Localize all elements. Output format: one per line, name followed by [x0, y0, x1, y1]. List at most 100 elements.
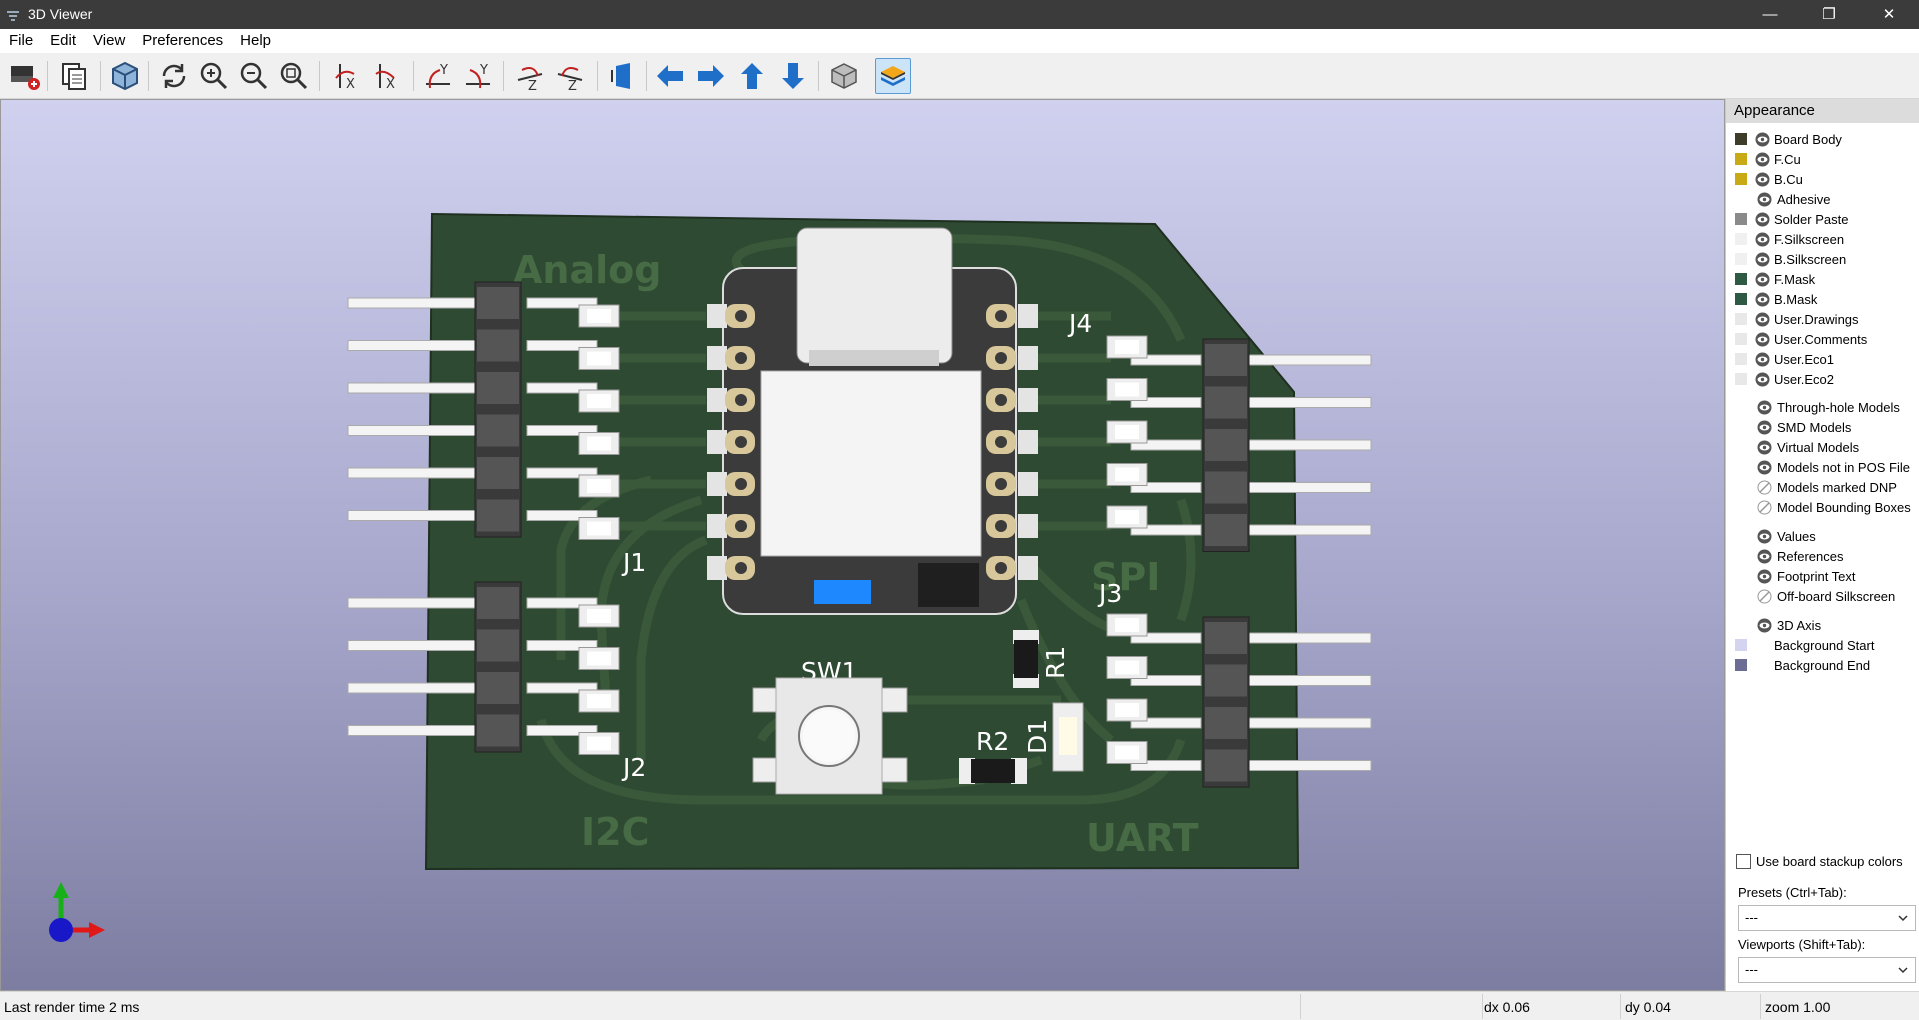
color-swatch[interactable]: [1735, 639, 1747, 651]
color-swatch[interactable]: [1735, 233, 1747, 245]
text-row-references[interactable]: References: [1735, 546, 1919, 566]
layer-row-f-cu[interactable]: F.Cu: [1735, 149, 1919, 169]
eye-icon[interactable]: [1755, 312, 1770, 327]
flip-board-button[interactable]: [604, 58, 640, 94]
color-swatch[interactable]: [1735, 213, 1747, 225]
text-row-values[interactable]: Values: [1735, 526, 1919, 546]
color-swatch[interactable]: [1735, 333, 1747, 345]
pan-up-button[interactable]: [734, 58, 770, 94]
header-pin: [347, 510, 481, 521]
model-row-model-bounding-boxes[interactable]: Model Bounding Boxes: [1735, 497, 1919, 517]
layer-row-user-eco1[interactable]: User.Eco1: [1735, 349, 1919, 369]
eye-icon[interactable]: [1757, 618, 1772, 633]
layer-row-f-mask[interactable]: F.Mask: [1735, 269, 1919, 289]
color-swatch[interactable]: [1735, 153, 1747, 165]
eye-icon[interactable]: [1755, 232, 1770, 247]
layer-row-user-eco2[interactable]: User.Eco2: [1735, 369, 1919, 389]
board-view-button[interactable]: [107, 58, 143, 94]
pan-down-button[interactable]: [775, 58, 811, 94]
color-swatch[interactable]: [1735, 659, 1747, 671]
eye-icon[interactable]: [1755, 292, 1770, 307]
header-cell: [477, 629, 519, 662]
zoom-in-button[interactable]: [196, 58, 232, 94]
eye-icon[interactable]: [1757, 529, 1772, 544]
model-row-models-not-in-pos-file[interactable]: Models not in POS File: [1735, 457, 1919, 477]
color-swatch[interactable]: [1735, 293, 1747, 305]
render-mode-button[interactable]: [6, 58, 42, 94]
text-row-off-board-silkscreen[interactable]: Off-board Silkscreen: [1735, 586, 1919, 606]
color-swatch[interactable]: [1735, 353, 1747, 365]
model-row-virtual-models[interactable]: Virtual Models: [1735, 437, 1919, 457]
eye-icon[interactable]: [1755, 252, 1770, 267]
layer-row-f-silkscreen[interactable]: F.Silkscreen: [1735, 229, 1919, 249]
eye-hidden-icon[interactable]: [1757, 480, 1772, 495]
stackup-colors-checkbox[interactable]: [1736, 854, 1751, 869]
orthographic-button[interactable]: [826, 58, 862, 94]
eye-icon[interactable]: [1755, 332, 1770, 347]
color-swatch[interactable]: [1735, 253, 1747, 265]
model-row-smd-models[interactable]: SMD Models: [1735, 417, 1919, 437]
layer-row-solder-paste[interactable]: Solder Paste: [1735, 209, 1919, 229]
menu-file[interactable]: File: [9, 32, 34, 49]
eye-hidden-icon[interactable]: [1757, 500, 1772, 515]
eye-icon[interactable]: [1755, 132, 1770, 147]
layer-label: Adhesive: [1777, 192, 1831, 207]
color-swatch[interactable]: [1735, 133, 1747, 145]
presets-select[interactable]: ---: [1738, 905, 1916, 931]
viewports-select[interactable]: ---: [1738, 957, 1916, 983]
color-swatch[interactable]: [1735, 313, 1747, 325]
rotate-x-ccw-button[interactable]: X: [370, 58, 406, 94]
pan-right-button[interactable]: [693, 58, 729, 94]
close-button[interactable]: ✕: [1882, 6, 1896, 23]
axis-row[interactable]: 3D Axis: [1735, 615, 1919, 635]
rotate-z-ccw-button[interactable]: Z: [552, 58, 588, 94]
bg-row-0[interactable]: Background Start: [1735, 635, 1919, 655]
eye-icon[interactable]: [1755, 352, 1770, 367]
zoom-fit-button[interactable]: [276, 58, 312, 94]
stackup-colors-row[interactable]: Use board stackup colors: [1736, 854, 1903, 869]
eye-icon[interactable]: [1757, 192, 1772, 207]
color-swatch[interactable]: [1735, 173, 1747, 185]
color-swatch[interactable]: [1735, 273, 1747, 285]
layer-row-user-comments[interactable]: User.Comments: [1735, 329, 1919, 349]
model-row-through-hole-models[interactable]: Through-hole Models: [1735, 397, 1919, 417]
maximize-button[interactable]: ❐: [1822, 6, 1836, 23]
eye-icon[interactable]: [1755, 152, 1770, 167]
menu-edit[interactable]: Edit: [50, 32, 77, 49]
eye-icon[interactable]: [1755, 372, 1770, 387]
eye-icon[interactable]: [1755, 272, 1770, 287]
eye-icon[interactable]: [1757, 420, 1772, 435]
3d-viewport[interactable]: Analog I2C SPI UART J1 J2 J3 J4 SW1 R2 R…: [0, 99, 1725, 991]
menu-view[interactable]: View: [93, 32, 126, 49]
eye-icon[interactable]: [1757, 440, 1772, 455]
layer-row-adhesive[interactable]: Adhesive: [1735, 189, 1919, 209]
model-row-models-marked-dnp[interactable]: Models marked DNP: [1735, 477, 1919, 497]
menu-preferences[interactable]: Preferences: [142, 32, 224, 49]
layers-appearance-button[interactable]: [875, 58, 911, 94]
layer-row-b-mask[interactable]: B.Mask: [1735, 289, 1919, 309]
minimize-button[interactable]: —: [1762, 6, 1778, 23]
rotate-y-ccw-button[interactable]: Y: [460, 58, 496, 94]
bg-row-1[interactable]: Background End: [1735, 655, 1919, 675]
eye-icon[interactable]: [1757, 460, 1772, 475]
rotate-y-cw-button[interactable]: Y: [420, 58, 456, 94]
reload-button[interactable]: [156, 58, 192, 94]
eye-icon[interactable]: [1757, 400, 1772, 415]
copy-image-button[interactable]: [56, 58, 92, 94]
eye-hidden-icon[interactable]: [1757, 589, 1772, 604]
eye-icon[interactable]: [1757, 549, 1772, 564]
layer-row-b-silkscreen[interactable]: B.Silkscreen: [1735, 249, 1919, 269]
menu-help[interactable]: Help: [240, 32, 272, 49]
layer-row-b-cu[interactable]: B.Cu: [1735, 169, 1919, 189]
rotate-z-cw-button[interactable]: Z: [512, 58, 548, 94]
color-swatch[interactable]: [1735, 373, 1747, 385]
layer-row-board-body[interactable]: Board Body: [1735, 129, 1919, 149]
eye-icon[interactable]: [1757, 569, 1772, 584]
eye-icon[interactable]: [1755, 212, 1770, 227]
eye-icon[interactable]: [1755, 172, 1770, 187]
layer-row-user-drawings[interactable]: User.Drawings: [1735, 309, 1919, 329]
rotate-x-cw-button[interactable]: X: [330, 58, 366, 94]
zoom-out-button[interactable]: [236, 58, 272, 94]
pan-left-button[interactable]: [652, 58, 688, 94]
text-row-footprint-text[interactable]: Footprint Text: [1735, 566, 1919, 586]
